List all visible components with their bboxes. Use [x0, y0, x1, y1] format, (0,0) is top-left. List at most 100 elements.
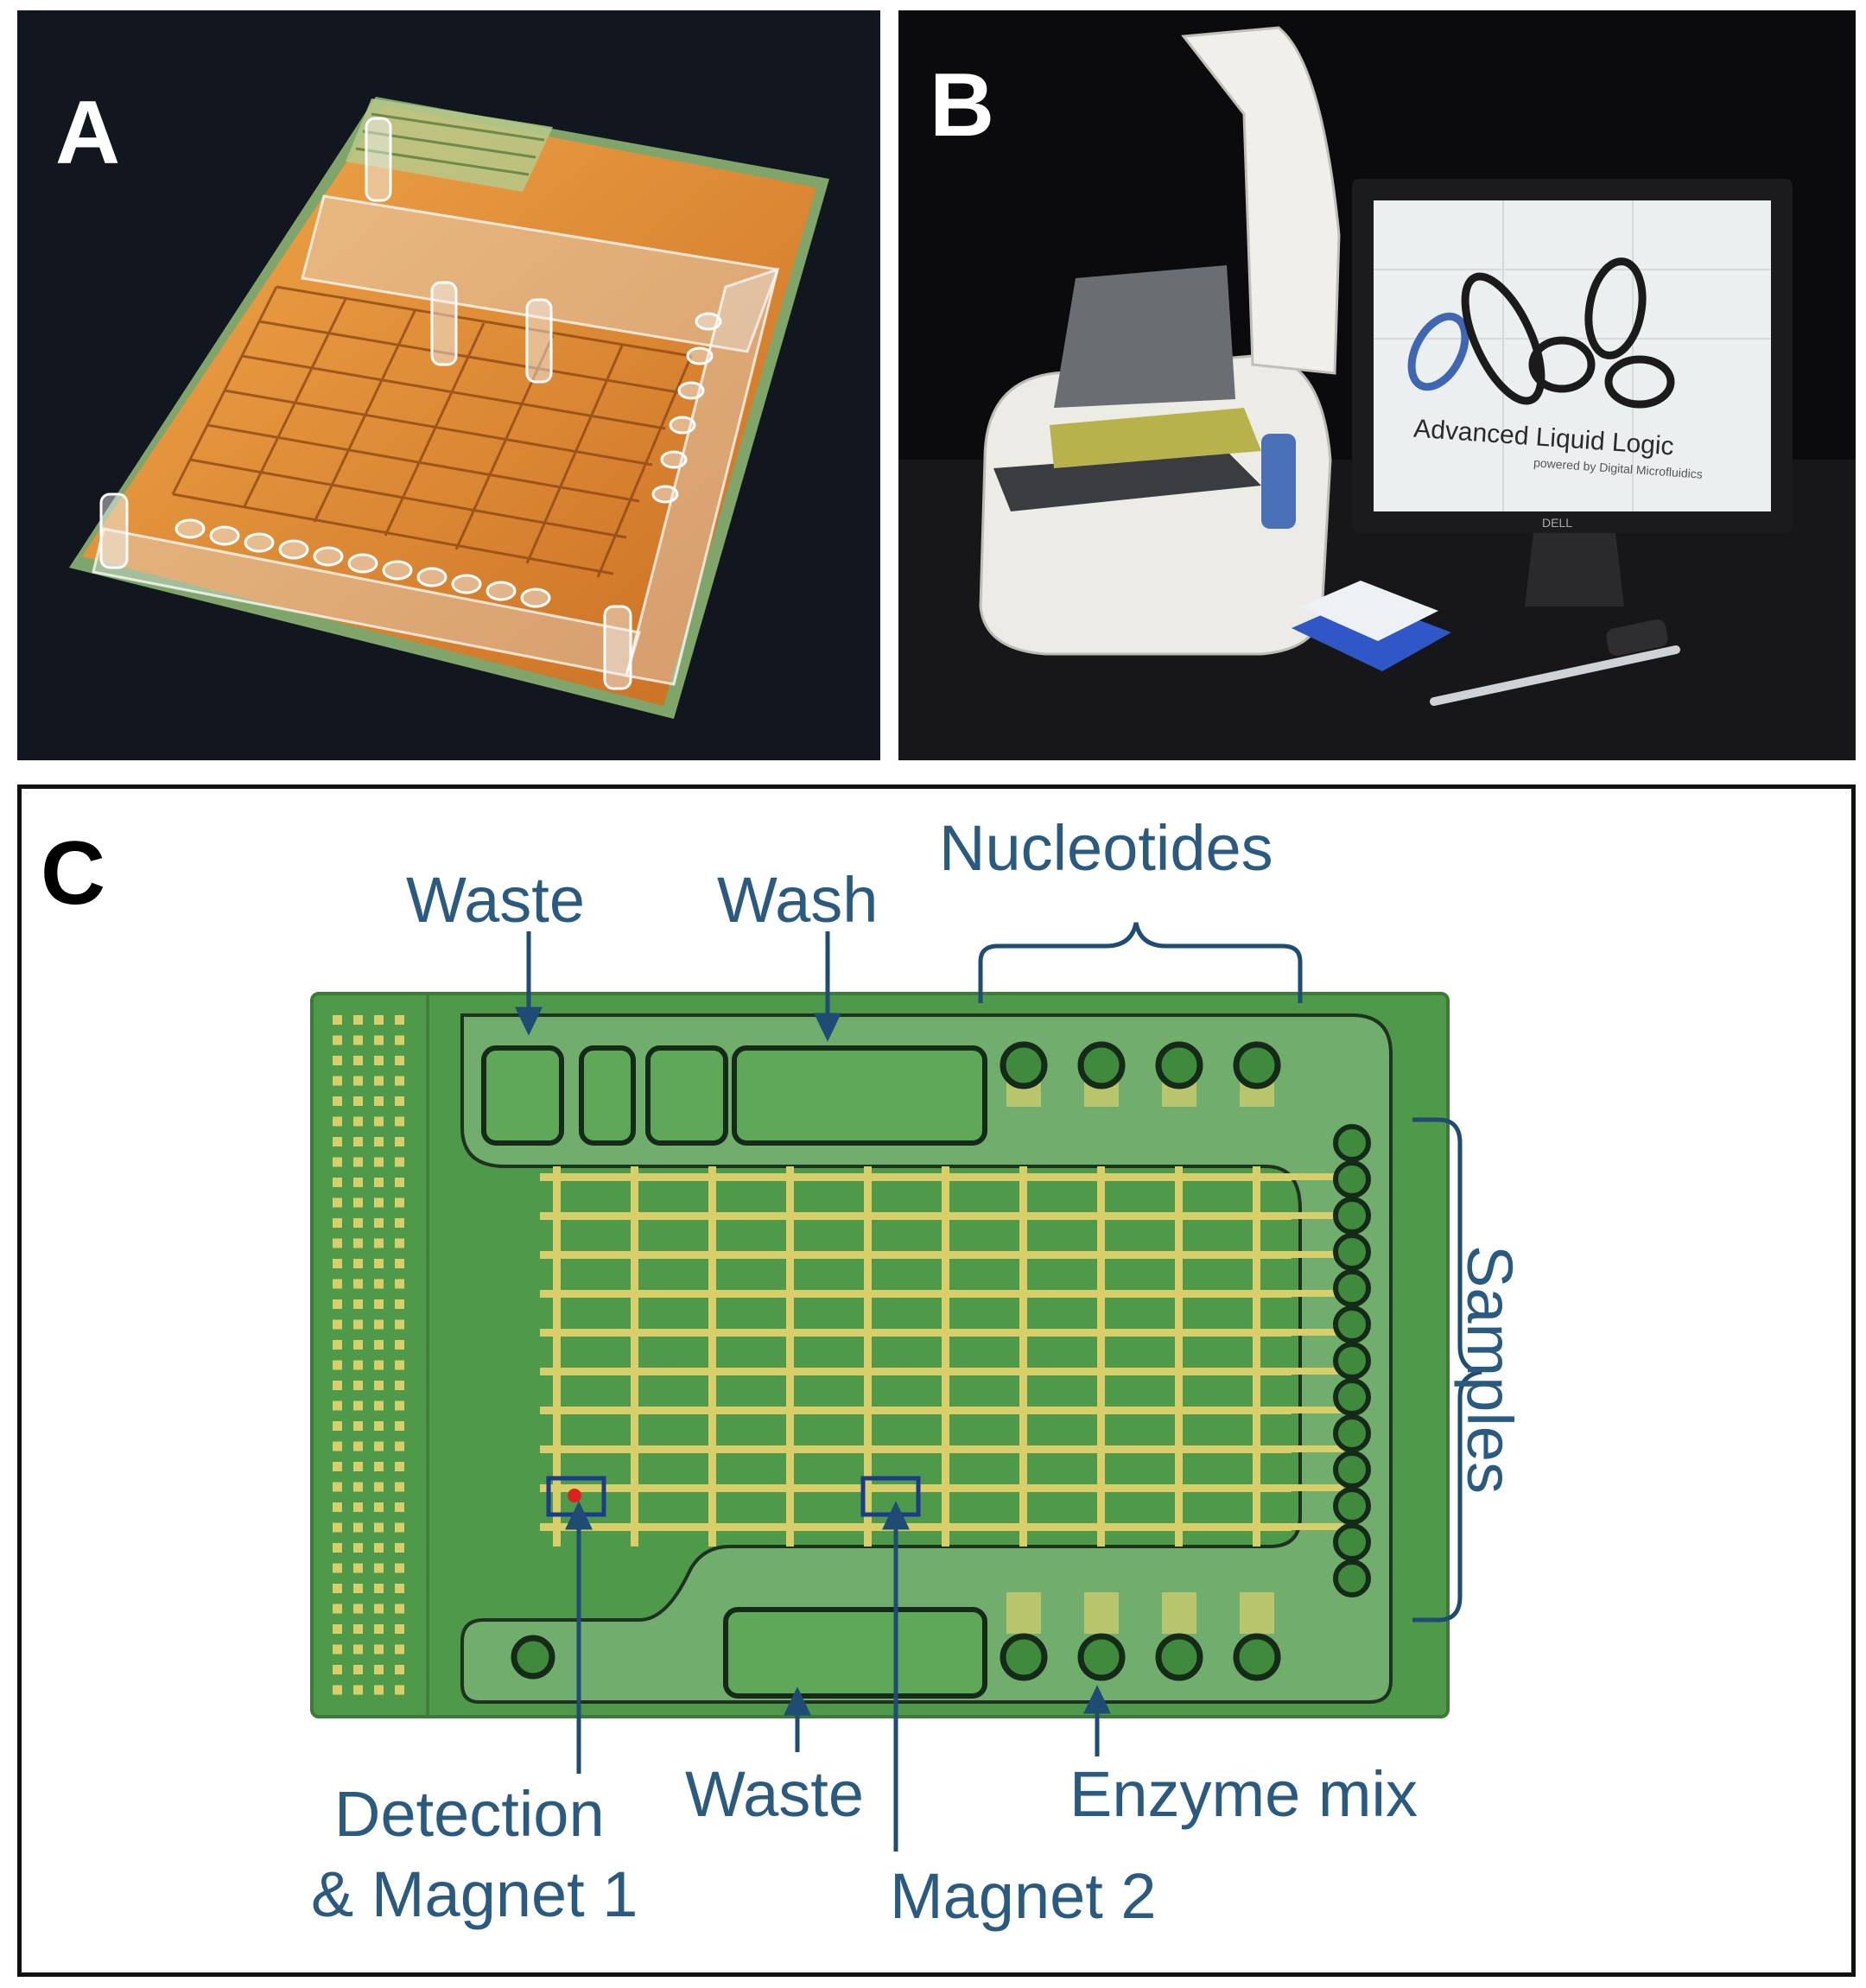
sample-feed-electrode [1292, 1484, 1343, 1491]
contact-pad [395, 1076, 404, 1086]
contact-pad [333, 1035, 342, 1045]
contact-pad [353, 1563, 363, 1573]
sample-well [1333, 1378, 1371, 1416]
monitor-stand [1525, 533, 1624, 607]
enzyme-feed-electrode [1162, 1592, 1196, 1634]
contact-pad [353, 1116, 363, 1127]
contact-pad [333, 1319, 342, 1330]
sample-well [1333, 1414, 1371, 1452]
contact-pad [374, 1056, 384, 1065]
contact-pad [395, 1238, 404, 1248]
label-detection-line2: & Magnet 1 [311, 1858, 638, 1930]
contact-pad [374, 1157, 384, 1167]
contact-pad [395, 1400, 404, 1411]
contact-pad [333, 1360, 342, 1370]
contact-pad [333, 1178, 342, 1187]
contact-pad [374, 1178, 384, 1187]
contact-pad [333, 1502, 342, 1512]
electrode-column [942, 1166, 949, 1547]
contact-pad [353, 1441, 363, 1451]
wash-reservoir-3 [732, 1045, 987, 1146]
contact-pad [395, 1360, 404, 1370]
contact-pad [353, 1360, 363, 1370]
contact-pad [333, 1299, 342, 1309]
contact-pad [374, 1522, 384, 1533]
contact-pad [395, 1441, 404, 1451]
electrode-column [1019, 1166, 1027, 1547]
contact-pad [333, 1157, 342, 1167]
pipette [1430, 645, 1680, 706]
contact-pad [374, 1279, 384, 1289]
contact-pad [353, 1685, 363, 1695]
electrode-column [631, 1166, 638, 1547]
contact-pad [395, 1319, 404, 1330]
electrode-row [540, 1407, 1292, 1414]
contact-pad [395, 1563, 404, 1573]
instrument-blue-handle [1261, 434, 1296, 529]
sample-feed-electrode [1292, 1212, 1343, 1219]
contact-pad [374, 1299, 384, 1309]
contact-pad [353, 1218, 363, 1228]
contact-pad [374, 1319, 384, 1330]
contact-pad [333, 1340, 342, 1350]
sample-well [1333, 1124, 1371, 1162]
contact-pad [374, 1624, 384, 1634]
contact-pad [333, 1116, 342, 1127]
contact-pad [333, 1279, 342, 1289]
contact-pad [374, 1340, 384, 1350]
electrode-row [540, 1368, 1292, 1375]
contact-pad [353, 1299, 363, 1309]
waste-reservoir-bottom [723, 1607, 987, 1699]
panel-a-cartridge-photo: A [17, 10, 880, 760]
electrode-column [786, 1166, 794, 1547]
contact-pad [333, 1685, 342, 1695]
contact-pad [353, 1340, 363, 1350]
contact-pad [333, 1563, 342, 1573]
contact-pad [353, 1421, 363, 1431]
electrode-row [540, 1290, 1292, 1298]
enzyme-well [1155, 1633, 1203, 1681]
contact-pad [333, 1259, 342, 1268]
electrode-grid [171, 285, 693, 578]
tip-rack-tips [1300, 581, 1438, 641]
contact-pad [374, 1360, 384, 1370]
contact-pad [395, 1462, 404, 1471]
reagent-reservoirs [481, 1041, 1371, 1699]
contact-pad [374, 1441, 384, 1451]
sample-well [1333, 1269, 1371, 1307]
contact-pad [395, 1522, 404, 1533]
contact-pad [395, 1279, 404, 1289]
contact-pad [333, 1624, 342, 1634]
sample-well [1333, 1451, 1371, 1489]
contact-pad [395, 1685, 404, 1695]
electrode-column [864, 1166, 872, 1547]
nucleotide-well [1077, 1041, 1126, 1089]
contact-pad [374, 1218, 384, 1228]
contact-pad [395, 1604, 404, 1614]
electrode-grid [540, 1065, 1343, 1634]
electrode-row [540, 1251, 1292, 1259]
samples-bracket [1412, 1117, 1482, 1623]
contact-pad [395, 1340, 404, 1350]
contact-pad [333, 1543, 342, 1553]
contact-pad [374, 1076, 384, 1086]
panel-c-cartridge-layout: C Waste Wash Nucleotides Samples Detecti… [17, 784, 1856, 1977]
electrode-column [553, 1166, 561, 1547]
instrument-photo [898, 26, 1856, 760]
contact-pad [374, 1238, 384, 1248]
contact-pad [374, 1462, 384, 1471]
reagent-wells [99, 117, 722, 690]
contact-pad [395, 1584, 404, 1593]
pcb-board [82, 105, 816, 706]
contact-pad [333, 1604, 342, 1614]
contact-pad [333, 1421, 342, 1431]
contact-pad [353, 1502, 363, 1512]
contact-pad [374, 1015, 384, 1025]
label-waste-top: Waste [406, 864, 585, 936]
contact-pad [395, 1178, 404, 1187]
contact-pad [333, 1197, 342, 1208]
contact-pad [395, 1543, 404, 1553]
contact-pad [395, 1299, 404, 1309]
contact-pad [353, 1604, 363, 1614]
contact-pad [374, 1259, 384, 1268]
